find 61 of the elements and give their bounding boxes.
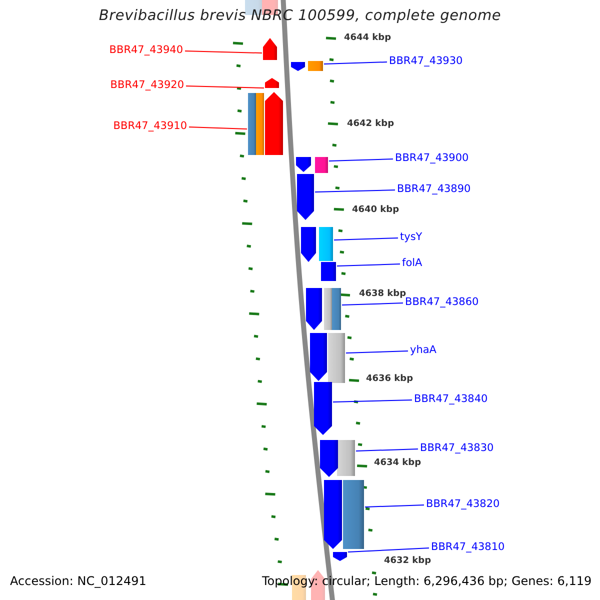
gene-block xyxy=(314,382,332,435)
scale-label: 4640 kbp xyxy=(352,204,400,217)
gene-label: BBR47_43920 xyxy=(110,78,184,92)
gene-label: BBR47_43820 xyxy=(426,497,500,511)
gene-block xyxy=(301,227,316,262)
gene-label: BBR47_43940 xyxy=(109,43,183,57)
chart-title: Brevibacillus brevis NBRC 100599, complete genome xyxy=(98,9,502,23)
feature-block xyxy=(324,288,332,330)
leader-line xyxy=(356,448,418,452)
scale-label: 4632 kbp xyxy=(384,555,432,568)
gene-block xyxy=(333,552,347,561)
footer-text: Accession: NC_012491 xyxy=(10,574,146,588)
gene-block xyxy=(306,288,322,330)
gene-label: BBR47_43890 xyxy=(397,182,471,196)
gene-block xyxy=(296,157,311,172)
gene-label: BBR47_43930 xyxy=(389,54,463,68)
gene-block xyxy=(265,78,279,88)
feature-block xyxy=(332,288,341,330)
gene-label: folA xyxy=(402,256,422,270)
gene-block xyxy=(320,440,338,477)
gene-label: tysY xyxy=(400,230,422,244)
leader-line xyxy=(334,238,398,240)
leader-line xyxy=(186,86,264,88)
gene-block xyxy=(297,174,314,220)
leader-line xyxy=(188,126,248,130)
gene-label: BBR47_43910 xyxy=(113,119,187,133)
gene-label: BBR47_43830 xyxy=(420,441,494,455)
leader-line xyxy=(184,50,262,54)
gene-label: BBR47_43810 xyxy=(431,540,505,554)
leader-line xyxy=(342,302,404,306)
feature-block xyxy=(256,93,264,155)
gene-label: BBR47_43840 xyxy=(414,392,488,406)
gene-label: BBR47_43900 xyxy=(395,151,469,165)
scale-label: 4638 kbp xyxy=(359,288,406,299)
feature-block xyxy=(321,262,336,281)
leader-line xyxy=(324,62,388,64)
feature-block xyxy=(328,333,345,383)
gene-label: BBR47_43860 xyxy=(405,295,479,309)
gene-block xyxy=(324,480,342,549)
feature-block xyxy=(337,440,355,476)
leader-line xyxy=(328,158,394,162)
leader-line xyxy=(314,190,396,192)
gene-label: yhaA xyxy=(410,343,436,357)
footer-text: Topology: circular; Length: 6,296,436 bp; Genes: 6,119 xyxy=(262,574,592,588)
scale-label: 4634 kbp xyxy=(374,457,422,470)
scale-label: 4644 kbp xyxy=(344,32,392,45)
gene-block xyxy=(265,92,283,155)
leader-line xyxy=(364,504,424,508)
feature-block xyxy=(319,227,333,261)
feature-block xyxy=(248,93,256,155)
feature-block xyxy=(315,157,328,173)
feature-block xyxy=(308,61,323,71)
leader-line xyxy=(348,548,430,552)
feature-block xyxy=(343,480,364,549)
gene-block xyxy=(291,62,305,71)
leader-line xyxy=(346,350,408,354)
scale-label: 4642 kbp xyxy=(347,118,394,131)
scale-label: 4636 kbp xyxy=(366,373,414,386)
leader-line xyxy=(332,400,412,402)
gene-block xyxy=(310,333,327,381)
gene-block xyxy=(263,38,277,60)
